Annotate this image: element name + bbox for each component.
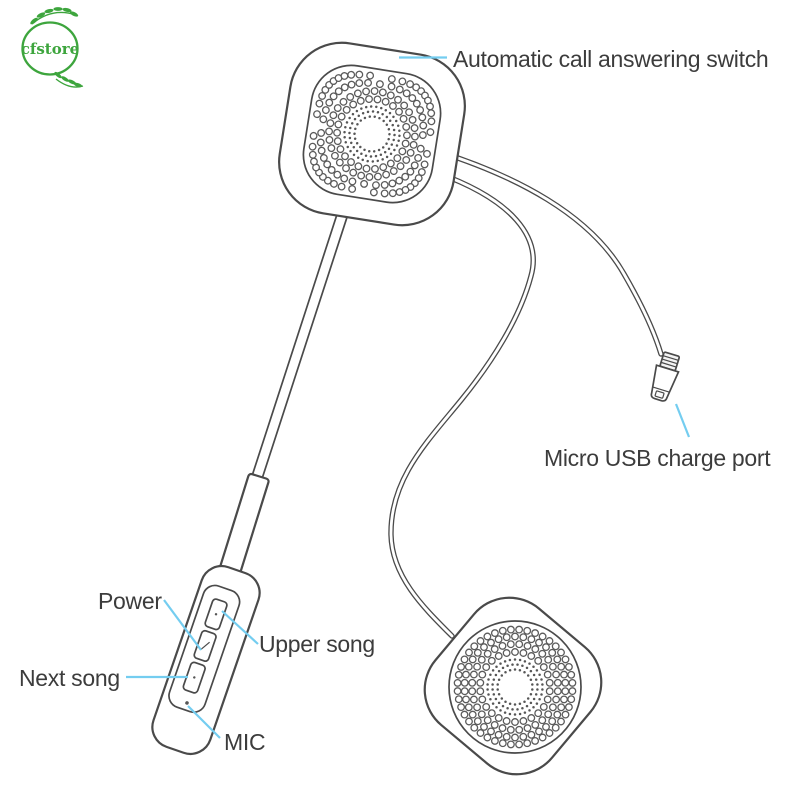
- headband-rod: [251, 205, 351, 479]
- label-auto-call-switch: Automatic call answering switch: [453, 46, 769, 72]
- label-power: Power: [98, 588, 162, 614]
- bottom-speaker-grille: [453, 625, 577, 749]
- label-next-song: Next song: [19, 665, 120, 691]
- logo-circle: [21, 21, 79, 76]
- headband-sleeve: [217, 472, 270, 582]
- leader-mic: [187, 705, 221, 739]
- micro-usb-connector: [650, 351, 681, 402]
- mic-hole: [185, 701, 189, 705]
- label-micro-usb: Micro USB charge port: [544, 445, 771, 471]
- label-mic: MIC: [224, 729, 266, 755]
- top-speaker-grille: [308, 70, 436, 198]
- control-stick: [151, 565, 261, 755]
- leader-micro-usb: [674, 403, 691, 438]
- wire-to-bottom-speaker: [388, 170, 536, 639]
- bottom-speaker: [423, 596, 603, 776]
- store-logo: cfstore: [21, 7, 84, 88]
- top-speaker: [278, 41, 466, 227]
- wire-to-usb: [437, 149, 664, 357]
- leader-upper-song: [221, 610, 259, 645]
- logo-text: cfstore: [21, 40, 79, 58]
- label-upper-song: Upper song: [259, 631, 375, 657]
- leader-power: [163, 599, 202, 651]
